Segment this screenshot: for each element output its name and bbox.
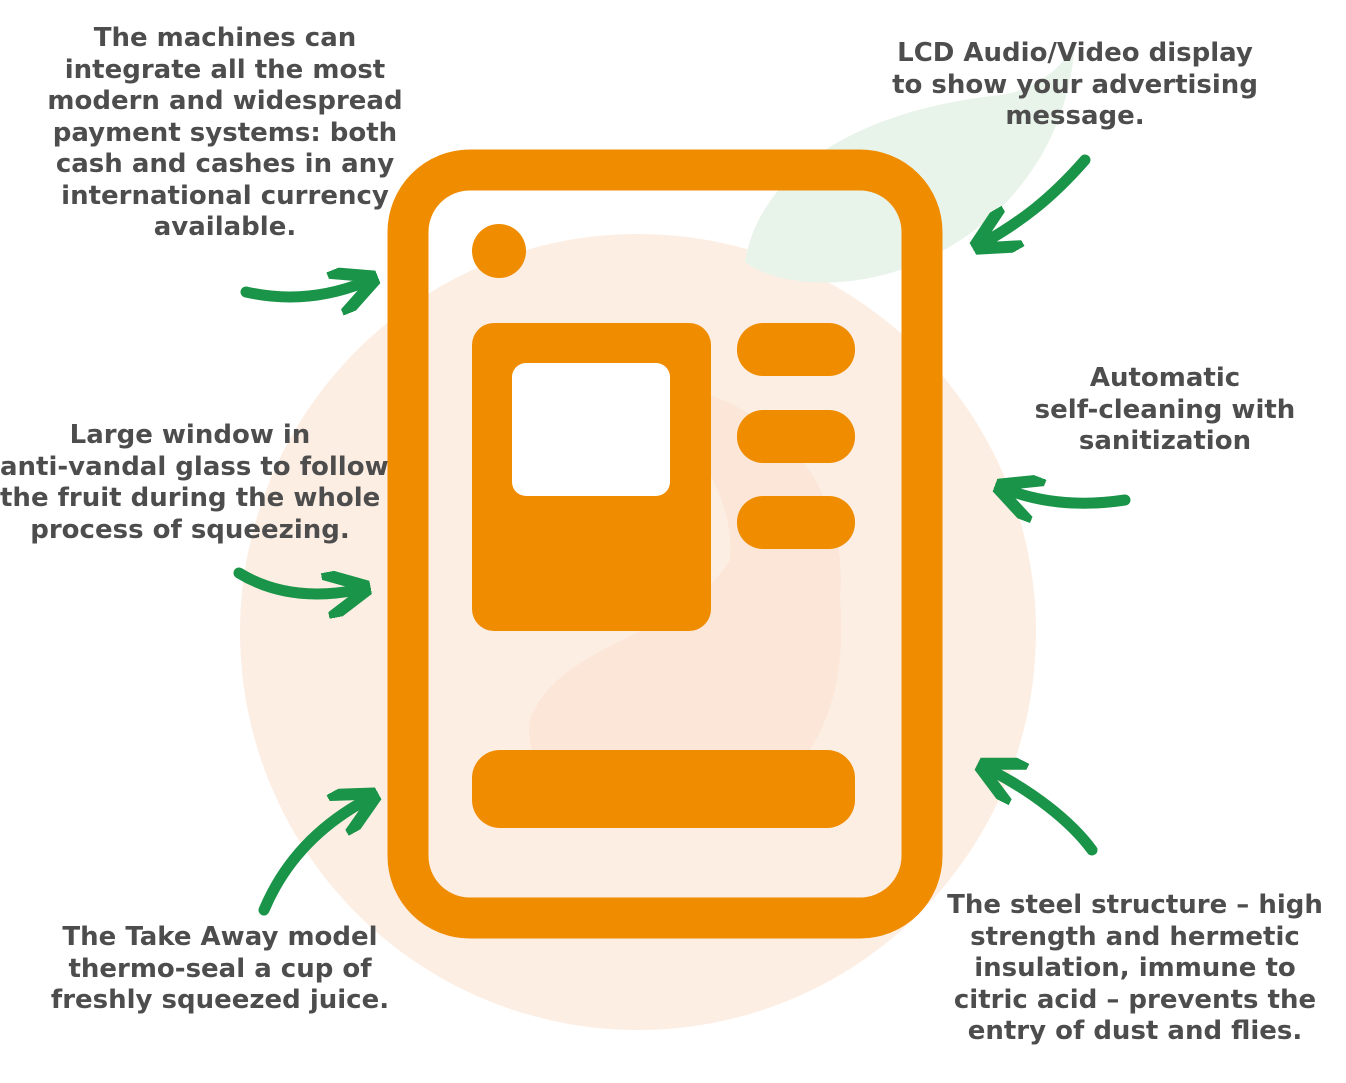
brush-arrow-icon: [258, 800, 366, 916]
take-away-label: The Take Away model thermo-seal a cup of…: [45, 922, 395, 1017]
text-line: thermo-seal a cup of: [68, 953, 372, 984]
arrows: [233, 154, 1131, 916]
text-line: the fruit during the whole: [0, 483, 381, 513]
text-line: integrate all the most: [64, 54, 386, 85]
steel-structure-label: The steel structure – high strength and …: [940, 890, 1330, 1048]
text-line: strength and hermetic: [970, 921, 1300, 952]
lcd-display-label: LCD Audio/Video display to show your adv…: [885, 38, 1265, 133]
machine-body: [387, 149, 943, 939]
text-line: message.: [1005, 101, 1145, 131]
text-line: LCD Audio/Video display: [897, 38, 1253, 68]
text-line: modern and widespread: [47, 86, 403, 116]
text-line: entry of dust and flies.: [967, 1016, 1303, 1046]
brush-arrow-icon: [240, 282, 365, 297]
text-line: sanitization: [1078, 426, 1252, 456]
text-line: The machines can: [93, 23, 357, 53]
machine-button-2: [737, 410, 855, 463]
vending-machine-icon: [387, 149, 943, 939]
text-line: freshly squeezed juice.: [50, 985, 390, 1015]
brush-arrow-icon: [990, 770, 1098, 856]
brush-arrow-icon: [985, 154, 1091, 242]
text-line: international currency: [61, 180, 389, 211]
text-line: insulation, immune to: [974, 953, 1296, 983]
self-cleaning-label: Automatic self-cleaning with sanitizatio…: [1030, 363, 1300, 458]
text-line: The Take Away model: [62, 922, 378, 952]
brush-arrow-icon: [1008, 490, 1131, 503]
text-line: payment systems: both: [52, 117, 398, 148]
orange-inner-highlight: [529, 380, 842, 822]
machine-button-3: [737, 496, 855, 549]
machine-button-1: [737, 323, 855, 376]
machine-window-glass: [512, 363, 670, 496]
text-line: process of squeezing.: [30, 514, 350, 545]
text-line: The steel structure – high: [947, 890, 1323, 920]
text-line: available.: [153, 212, 297, 242]
text-line: cash and cashes in any: [55, 149, 395, 179]
payment-systems-label: The machines can integrate all the most …: [40, 23, 410, 244]
window-label: Large window in anti-vandal glass to fol…: [0, 420, 389, 546]
leaf-shape: [745, 40, 1075, 283]
text-line: anti-vandal glass to follow: [0, 451, 389, 482]
text-line: to show your advertising: [892, 69, 1258, 100]
text-line: Large window in: [69, 420, 311, 450]
text-line: citric acid – prevents the: [953, 984, 1317, 1015]
machine-dispenser-slot: [472, 750, 855, 828]
brush-arrow-icon: [233, 573, 357, 594]
machine-indicator-light: [472, 224, 526, 278]
text-line: Automatic: [1089, 363, 1241, 393]
text-line: self-cleaning with: [1034, 394, 1296, 425]
